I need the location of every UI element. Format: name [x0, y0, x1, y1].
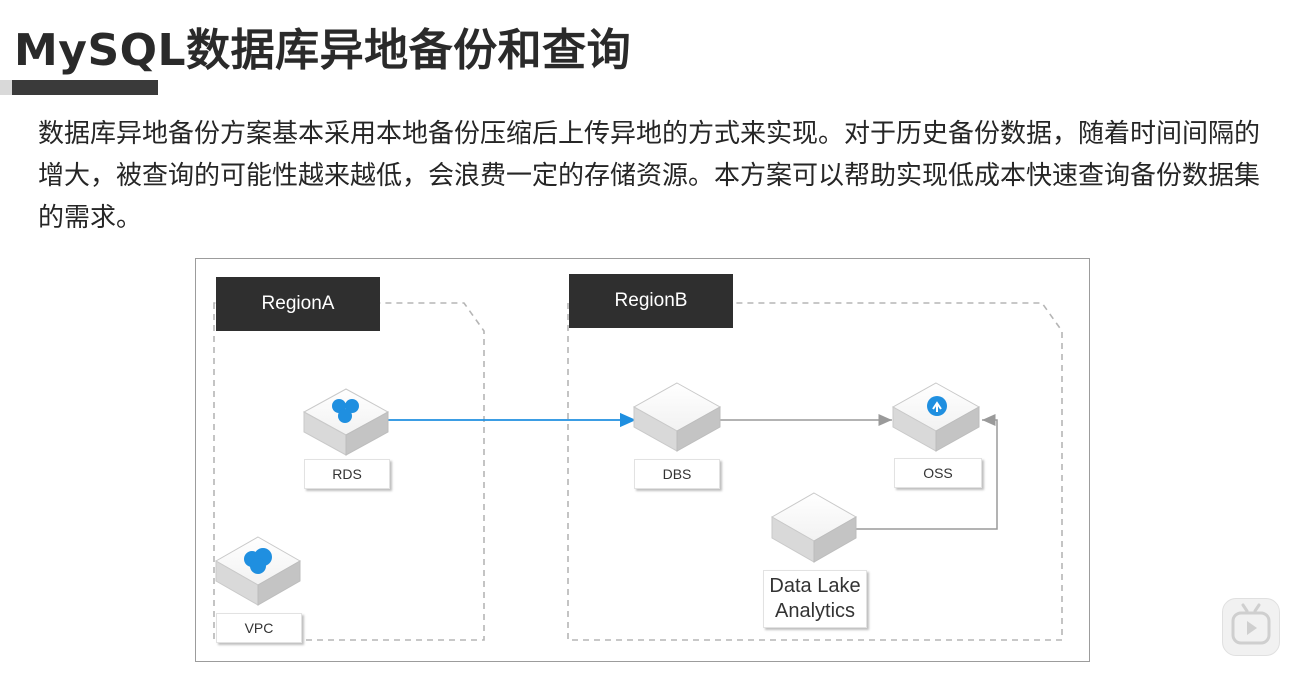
- diagram-canvas: [213, 302, 1063, 641]
- region-b-label: RegionB: [569, 274, 733, 328]
- dbs-cube: [632, 382, 722, 452]
- region-a-label: RegionA: [216, 277, 380, 331]
- play-button[interactable]: [1222, 598, 1280, 656]
- oss-cube: [891, 382, 981, 452]
- dbs-label: DBS: [634, 459, 720, 489]
- page-title: MySQL数据库异地备份和查询: [14, 25, 632, 76]
- region-a-outline: [213, 302, 485, 641]
- dla-to-oss-arrow: [856, 414, 998, 530]
- vpc-cube: [214, 536, 302, 606]
- region-b-outline: [567, 302, 1063, 641]
- description-text: 数据库异地备份方案基本采用本地备份压缩后上传异地的方式来实现。对于历史备份数据，…: [38, 119, 1261, 233]
- dla-label-line2: Analytics: [774, 600, 856, 622]
- dla-label: Data Lake Analytics: [763, 570, 867, 628]
- oss-label: OSS: [894, 458, 982, 488]
- architecture-diagram: RegionA RegionB RDS DBS OSS VPC Data Lak…: [195, 258, 1090, 662]
- rds-cube: [302, 388, 390, 456]
- rds-label: RDS: [304, 459, 390, 489]
- dla-label-line1: Data Lake: [769, 575, 861, 597]
- title-underline: [0, 80, 158, 95]
- vpc-label: VPC: [216, 613, 302, 643]
- play-icon: [1231, 603, 1271, 645]
- dla-cube: [770, 492, 858, 563]
